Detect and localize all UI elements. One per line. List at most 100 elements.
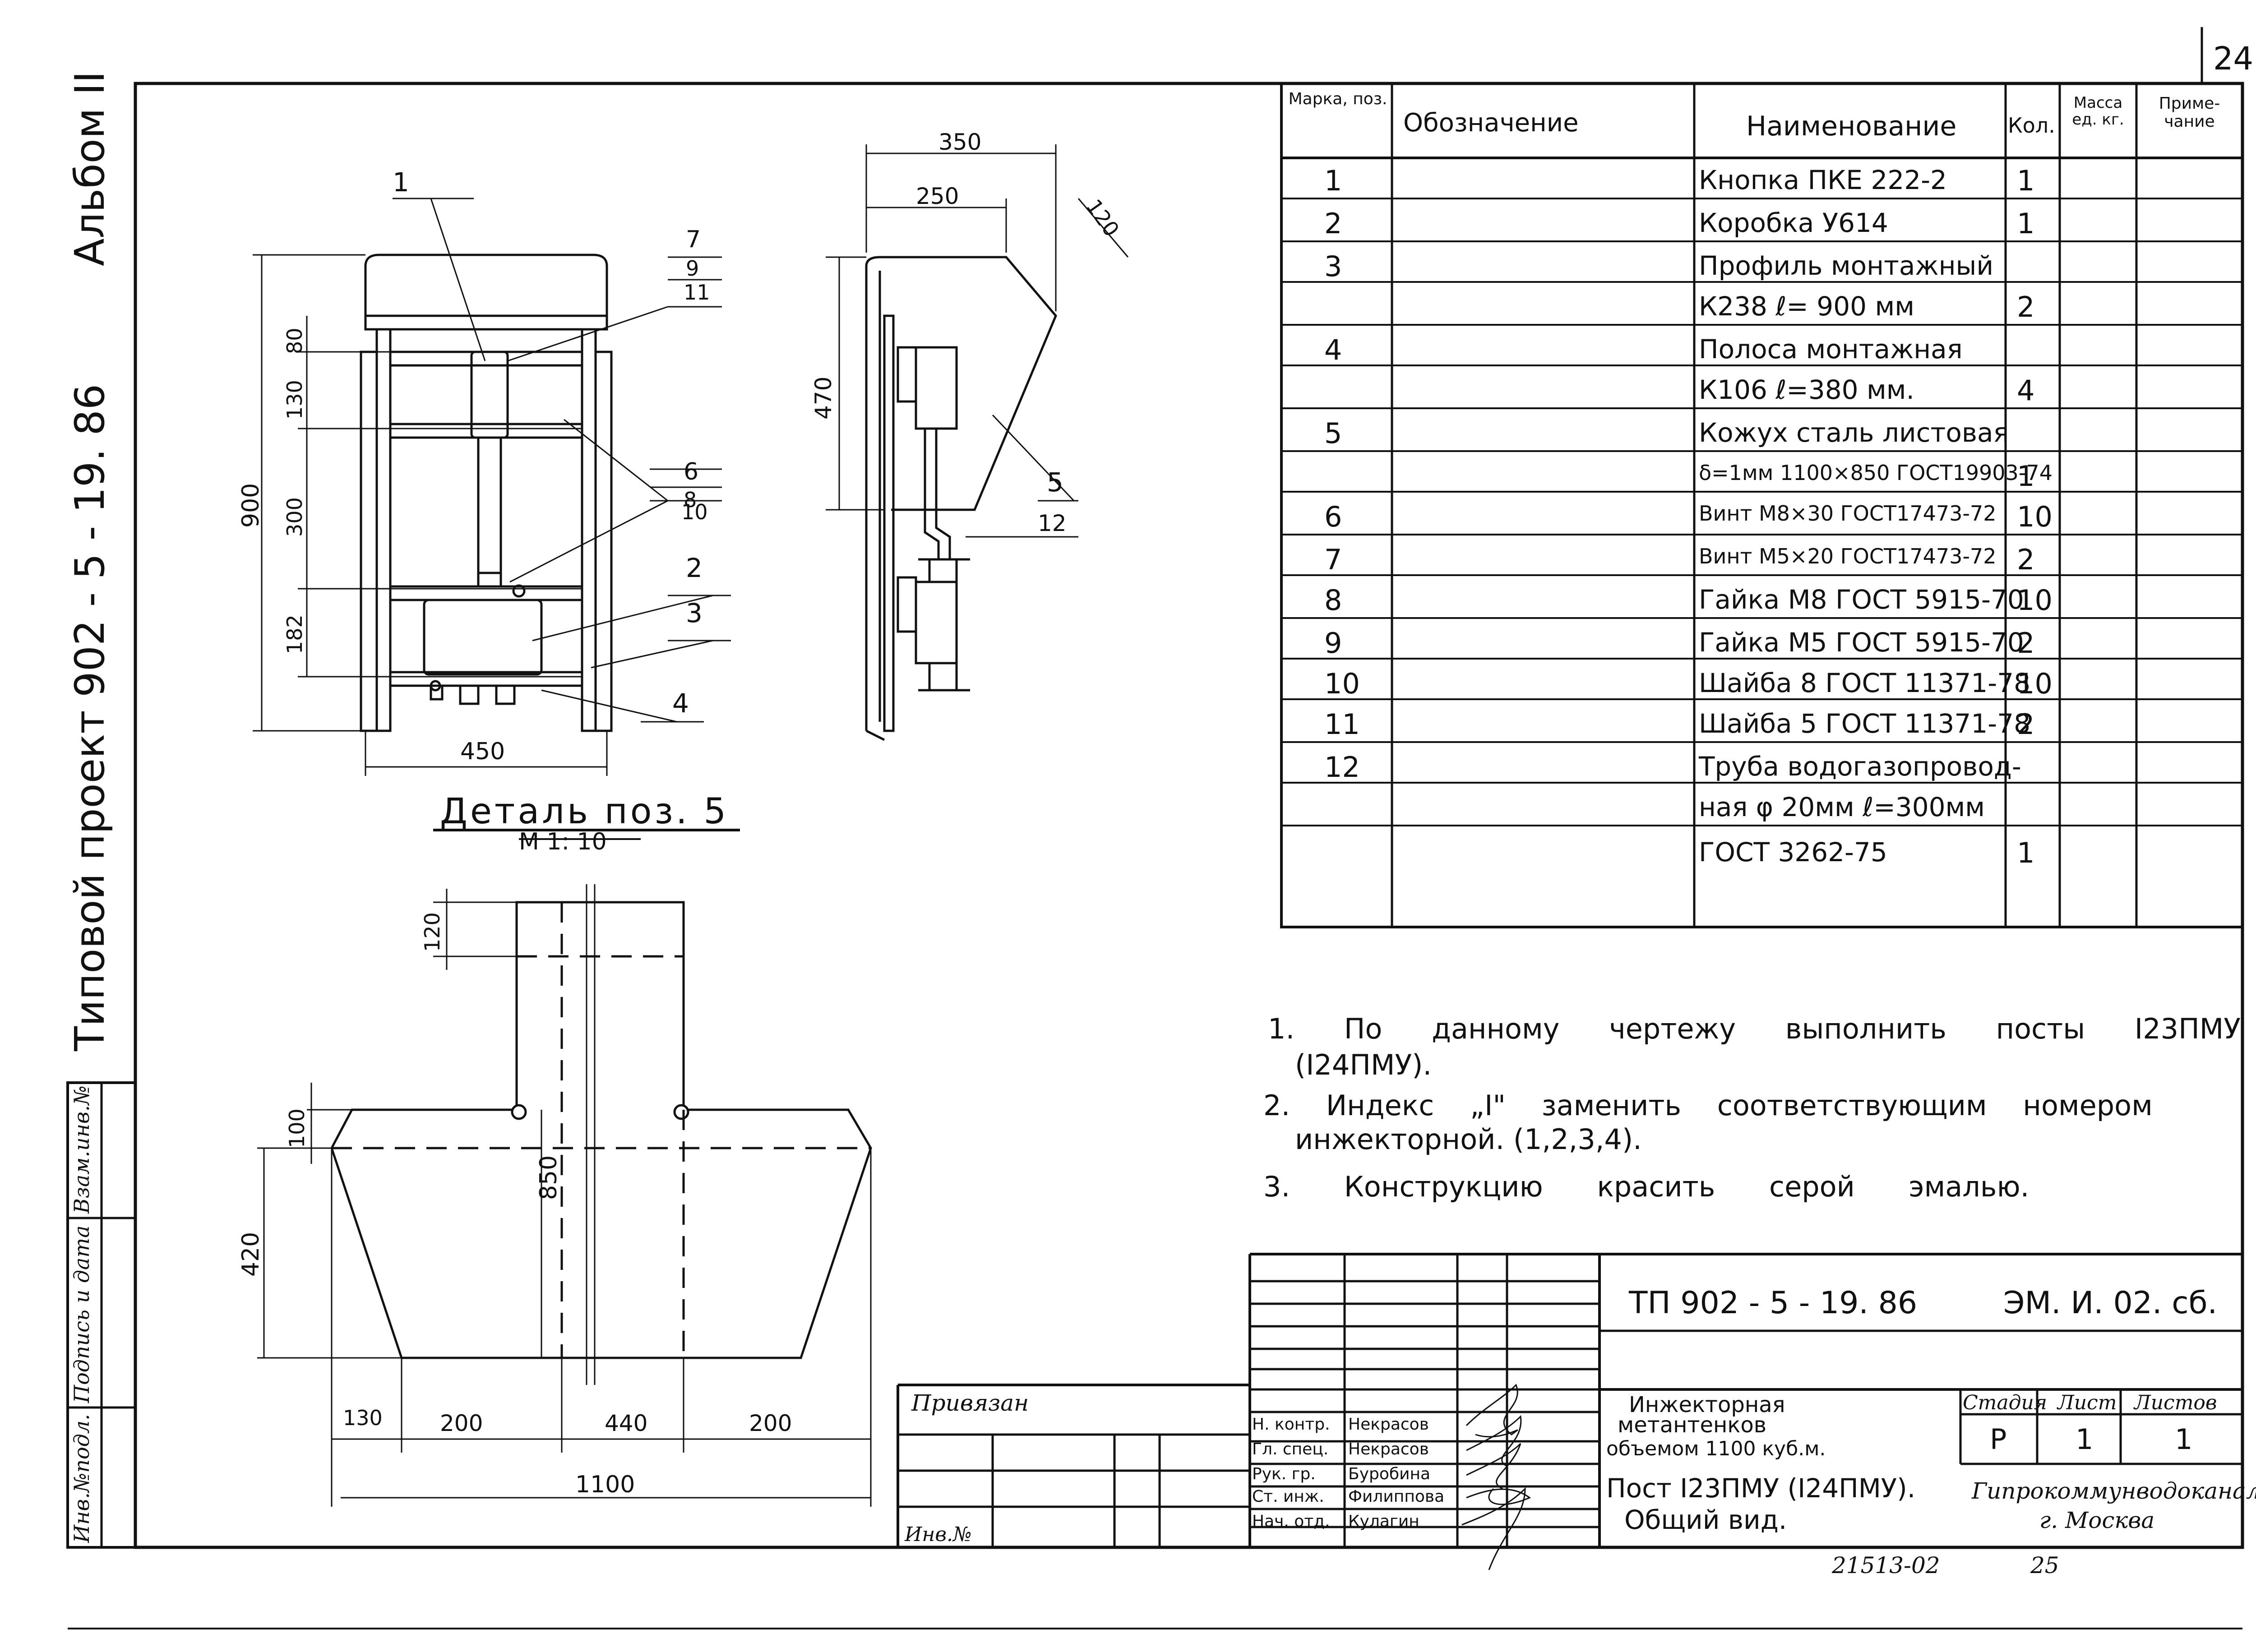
callout-6: 6 bbox=[684, 458, 699, 485]
spec-mark: 1 bbox=[1324, 164, 1342, 197]
front-dimension-lines bbox=[253, 198, 731, 776]
spec-qty: 1 bbox=[2017, 836, 2035, 869]
spec-qty: 1 bbox=[2017, 164, 2035, 197]
sheet-code: ЭМ. И. 02. сб. bbox=[2003, 1285, 2218, 1321]
page-number: 24 bbox=[2213, 40, 2254, 77]
title-line-2: метантенков bbox=[1618, 1412, 1767, 1438]
detail-dim-200a: 200 bbox=[440, 1410, 483, 1436]
spec-qty: 10 bbox=[2017, 667, 2053, 700]
stamp-cell-replacement: Взам.инв.№ bbox=[69, 1085, 94, 1214]
detail-dim-420: 420 bbox=[237, 1232, 264, 1277]
note-2b: инжекторной. (1,2,3,4). bbox=[1295, 1123, 1642, 1156]
note-1a: 1. По данному чертежу выполнить посты I2… bbox=[1268, 1012, 2241, 1045]
spec-name: Шайба 8 ГОСТ 11371-78 bbox=[1699, 668, 2030, 698]
signature-role: Гл. спец. bbox=[1252, 1440, 1329, 1458]
spec-name: ная φ 20мм ℓ=300мм bbox=[1699, 792, 1985, 822]
org-line-2: г. Москва bbox=[2039, 1507, 2155, 1533]
signature-name: Буробина bbox=[1348, 1465, 1431, 1483]
hdr-mark: Марка, поз. bbox=[1288, 90, 1387, 108]
bottom-num: 25 bbox=[2030, 1552, 2059, 1578]
spec-name: К238 ℓ= 900 мм bbox=[1699, 291, 1914, 322]
detail-dim-440: 440 bbox=[605, 1410, 648, 1436]
spec-mark: 11 bbox=[1324, 708, 1360, 741]
signature-scribbles bbox=[1461, 1384, 1531, 1570]
bound-label: Привязан bbox=[911, 1390, 1029, 1416]
sheet-value: 1 bbox=[2076, 1423, 2094, 1456]
detail-dim-100: 100 bbox=[285, 1108, 309, 1148]
spec-table-lines bbox=[1280, 82, 2244, 928]
spec-name: Полоса монтажная bbox=[1699, 334, 1963, 365]
inv-label: Инв.№ bbox=[905, 1523, 972, 1546]
project-title: Типовой проект 902 - 5 - 19. 86 bbox=[66, 383, 114, 1051]
spec-name: δ=1мм 1100×850 ГОСТ19903-74 bbox=[1699, 461, 2053, 485]
spec-name: Труба водогазопровод- bbox=[1699, 751, 2021, 782]
signature-role: Ст. инж. bbox=[1252, 1487, 1324, 1506]
signature-role: Нач. отд. bbox=[1252, 1512, 1330, 1531]
detail-dim-120: 120 bbox=[420, 912, 444, 952]
callout-3: 3 bbox=[686, 598, 703, 628]
spec-name: Кожух сталь листовая bbox=[1699, 417, 2009, 448]
detail-title: Деталь поз. 5 bbox=[440, 791, 729, 832]
dim-182: 182 bbox=[282, 614, 307, 654]
note-1b: (I24ПМУ). bbox=[1295, 1048, 1432, 1081]
spec-name: К106 ℓ=380 мм. bbox=[1699, 374, 1914, 405]
spec-name: Кнопка ПКЕ 222-2 bbox=[1699, 165, 1947, 195]
spec-name: Винт М8×30 ГОСТ17473-72 bbox=[1699, 501, 1997, 526]
spec-qty: 10 bbox=[2017, 584, 2053, 617]
spec-mark: 7 bbox=[1324, 543, 1342, 576]
subtitle-line-1: Пост I23ПМУ (I24ПМУ). bbox=[1606, 1473, 1916, 1504]
detail-scale: М 1: 10 bbox=[519, 828, 607, 855]
spec-mark: 2 bbox=[1324, 207, 1342, 240]
detail-drawing bbox=[330, 884, 872, 1385]
spec-qty: 2 bbox=[2017, 543, 2035, 576]
org-line-1: Гипрокоммунводоканал bbox=[1972, 1478, 2256, 1504]
stage-value: Р bbox=[1990, 1423, 2007, 1456]
signature-role: Н. контр. bbox=[1252, 1415, 1330, 1434]
hdr-note: Приме- чание bbox=[2159, 94, 2220, 131]
spec-qty: 1 bbox=[2017, 460, 2035, 493]
spec-name: Винт М5×20 ГОСТ17473-72 bbox=[1699, 544, 1997, 568]
note-3: 3. Конструкцию красить серой эмалью. bbox=[1263, 1170, 2029, 1203]
spec-mark: 3 bbox=[1324, 250, 1342, 283]
callout-5: 5 bbox=[1047, 467, 1063, 498]
callout-7: 7 bbox=[686, 226, 701, 253]
detail-dim-1100: 1100 bbox=[575, 1471, 635, 1498]
bottom-code: 21513-02 bbox=[1832, 1552, 1940, 1578]
dim-130: 130 bbox=[282, 380, 307, 420]
spec-mark: 6 bbox=[1324, 500, 1342, 533]
dim-450: 450 bbox=[460, 738, 505, 765]
spec-name: Коробка У614 bbox=[1699, 208, 1888, 238]
spec-qty: 4 bbox=[2017, 374, 2035, 407]
callout-9: 9 bbox=[686, 256, 699, 281]
spec-qty: 2 bbox=[2017, 708, 2035, 741]
dim-300: 300 bbox=[282, 497, 307, 537]
doc-code: ТП 902 - 5 - 19. 86 bbox=[1629, 1285, 1918, 1321]
hdr-mass: Масса ед. кг. bbox=[2072, 94, 2124, 129]
stamp-cell-inv: Инв.№подл. bbox=[69, 1414, 94, 1543]
detail-dim-200b: 200 bbox=[749, 1410, 792, 1436]
hdr-name: Наименование bbox=[1746, 111, 1957, 142]
spec-name: ГОСТ 3262-75 bbox=[1699, 837, 1887, 868]
spec-name: Гайка М8 ГОСТ 5915-70 bbox=[1699, 584, 2024, 615]
callout-12: 12 bbox=[1038, 510, 1067, 536]
spec-qty: 2 bbox=[2017, 627, 2035, 660]
front-view bbox=[360, 254, 613, 732]
sheets-label: Листов bbox=[2134, 1391, 2217, 1414]
signature-name: Кулагин bbox=[1348, 1512, 1419, 1531]
stamp-cell-signature: Подпись и дата bbox=[69, 1225, 94, 1403]
callout-8: 8 bbox=[684, 488, 697, 512]
spec-mark: 12 bbox=[1324, 751, 1360, 784]
detail-dimension-lines bbox=[257, 889, 872, 1507]
subtitle-line-2: Общий вид. bbox=[1624, 1504, 1787, 1535]
spec-qty: 1 bbox=[2017, 207, 2035, 240]
callout-10: 10 bbox=[681, 500, 708, 524]
dim-250: 250 bbox=[916, 183, 959, 209]
spec-mark: 8 bbox=[1324, 584, 1342, 617]
dim-470: 470 bbox=[810, 376, 837, 420]
callout-11: 11 bbox=[684, 280, 710, 305]
hdr-designation: Обозначение bbox=[1403, 108, 1579, 138]
callout-1: 1 bbox=[393, 167, 409, 198]
signature-name: Некрасов bbox=[1348, 1440, 1429, 1458]
side-view bbox=[865, 256, 1057, 741]
